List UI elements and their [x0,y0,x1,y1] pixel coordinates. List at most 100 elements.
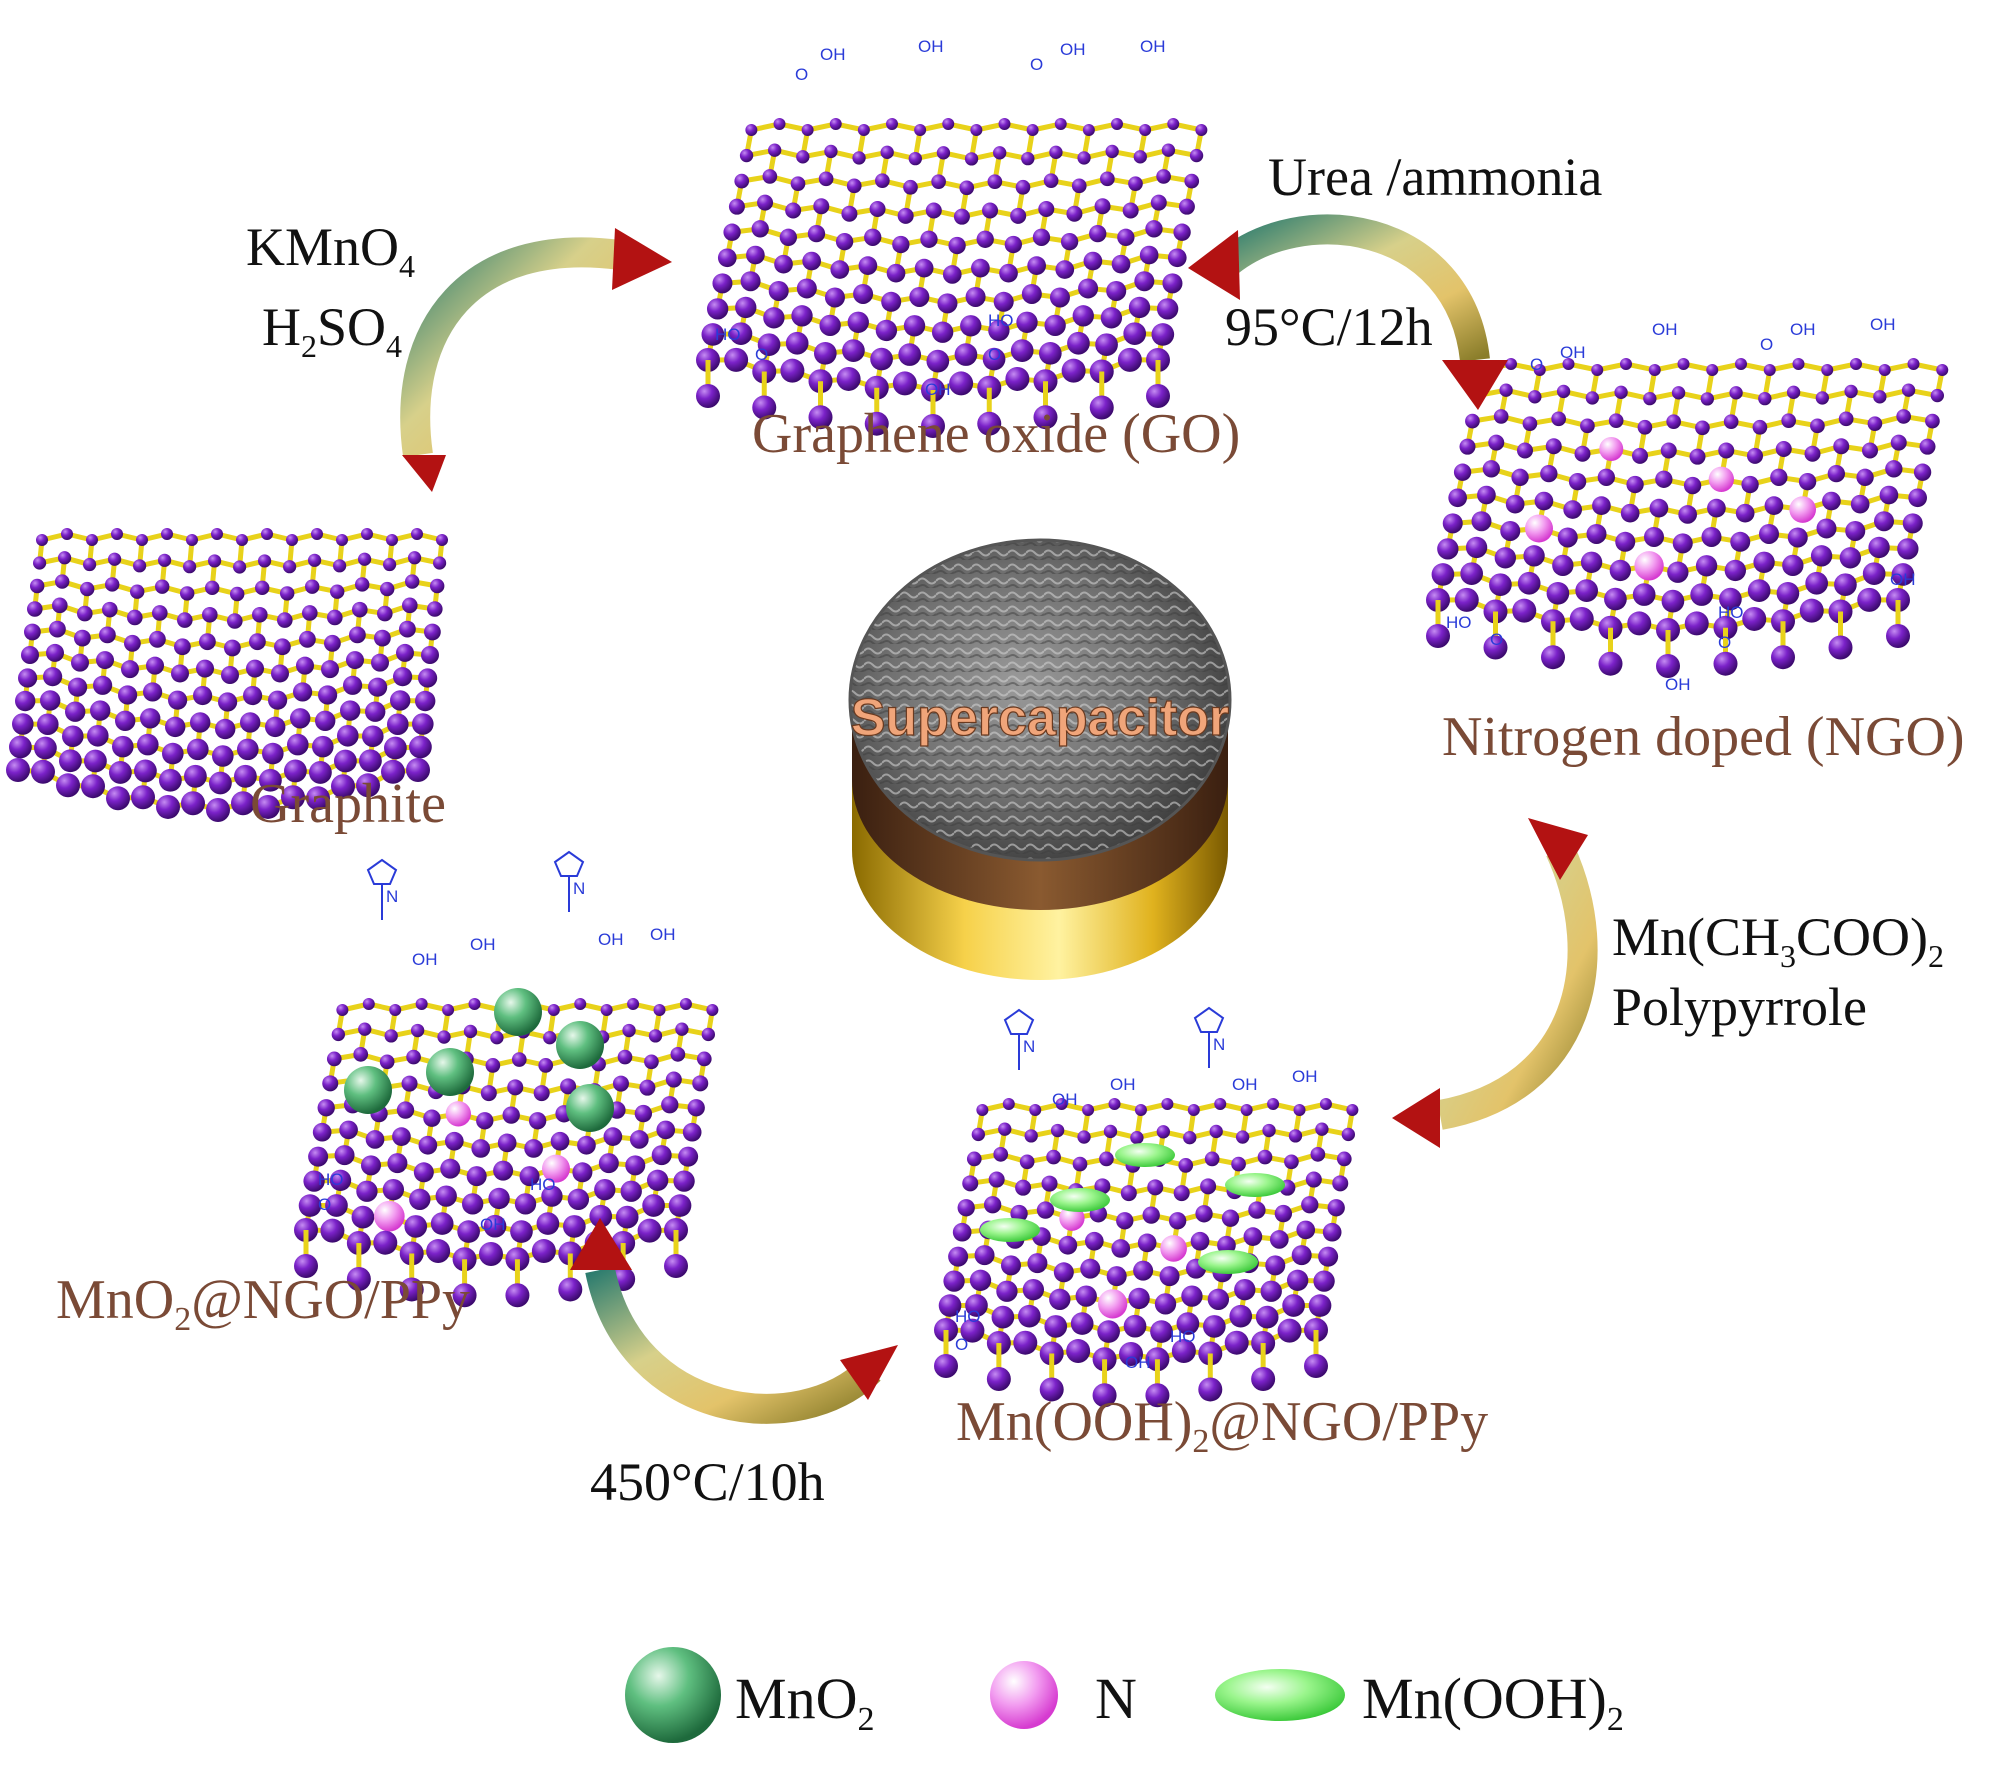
carbon-atom [393,667,413,687]
carbon-atom [1568,472,1587,491]
carbon-atom [442,1004,455,1016]
reagent-95c-12h: 95°C/12h [1225,297,1433,357]
carbon-atom [1291,1245,1312,1266]
carbon-atom [1643,391,1657,406]
carbon-atom [384,1029,398,1043]
carbon-atom [423,1109,441,1127]
carbon-atom [1198,1377,1223,1402]
carbon-atom [392,1127,411,1146]
functional-group-label: OH [1870,315,1896,334]
carbon-atom [1055,260,1075,279]
arrow-tail [1528,818,1588,880]
carbon-atom [1231,1156,1246,1172]
carbon-atom [964,152,979,166]
carbon-atom [1533,364,1546,376]
reagent-mn-acetate: Mn(CH3COO)2 [1612,907,1944,974]
carbon-atom [1512,598,1537,623]
carbon-atom [1701,526,1722,547]
carbon-atom [365,1130,385,1149]
nitrogen-atom [1160,1235,1187,1262]
carbon-atom [331,774,355,799]
carbon-atom [1620,358,1632,370]
carbon-atom [1908,488,1927,508]
functional-group-label: OH [650,925,676,944]
carbon-atom [382,1178,405,1201]
carbon-atom [268,690,288,710]
carbon-atom [1821,364,1834,376]
carbon-atom [490,1031,504,1045]
carbon-atom [33,556,47,570]
carbon-atom [1786,385,1801,399]
carbon-atom [305,579,320,594]
carbon-atom [692,1075,709,1092]
carbon-atom [696,384,720,408]
carbon-atom [892,235,910,254]
carbon-atom [1907,358,1920,370]
functional-group-label: OH [412,950,438,969]
carbon-atom [1159,1266,1180,1287]
carbon-atom [1719,587,1742,611]
carbon-atom [236,534,248,546]
functional-group-label: O [988,345,1001,364]
carbon-atom [998,1122,1012,1136]
carbon-atom [1591,364,1604,376]
carbon-atom [1100,307,1123,329]
carbon-atom [1442,513,1463,534]
carbon-atom [1134,271,1155,292]
carbon-atom [1919,438,1936,455]
carbon-atom [315,710,336,731]
functional-group-label: OH [480,1215,506,1234]
reagent-h2so4: H2SO4 [262,297,402,364]
mnooh-particle [1050,1188,1110,1212]
carbon-atom [1167,118,1180,130]
carbon-atom [221,666,239,684]
carbon-atom [337,724,359,747]
carbon-atom [1471,511,1492,532]
carbon-atom [437,1030,451,1044]
carbon-atom [644,1054,659,1070]
carbon-atom [329,1169,352,1191]
carbon-atom [1781,413,1796,428]
carbon-atom [1178,198,1195,215]
carbon-atom [1130,1131,1144,1145]
carbon-atom [146,656,164,675]
carbon-atom [52,597,68,614]
carbon-atom [1764,496,1784,515]
legend-label-mnooh: Mn(OOH)2 [1362,1666,1624,1738]
functional-group-label: O [1530,355,1543,374]
carbon-atom [824,287,845,308]
carbon-atom [1724,559,1747,582]
carbon-atom [629,1130,649,1149]
carbon-atom [937,293,958,314]
nitrogen-atom [445,1101,472,1127]
carbon-atom [294,1254,318,1278]
carbon-atom [379,1054,395,1070]
carbon-atom [886,263,906,283]
carbon-atom [1015,1179,1032,1196]
carbon-atom [488,1187,510,1210]
functional-group-label: OH [1890,570,1916,589]
label-nitrogen-doped: Nitrogen doped (NGO) [1442,706,1965,768]
label-graphite: Graphite [250,773,446,835]
carbon-atom [541,1185,563,1207]
carbon-atom [480,1085,497,1102]
carbon-atom [293,682,313,702]
carbon-atom [1562,358,1575,370]
carbon-atom [1044,1315,1068,1338]
carbon-atom [1315,1122,1329,1136]
carbon-atom [538,1058,554,1073]
carbon-atom [1465,413,1480,429]
carbon-atom [218,692,238,712]
pyrrole-ring-icon [1193,1006,1225,1033]
legend-item-n: N [990,1661,1137,1731]
label-mno2-ngo-ppy: MnO2@NGO/PPy [56,1269,470,1338]
carbon-atom [829,118,842,130]
functional-group-label: N [1213,1035,1225,1054]
carbon-atom [1810,418,1825,434]
carbon-atom [1167,248,1187,268]
carbon-atom [334,749,357,773]
carbon-atom [1896,409,1911,424]
carbon-atom [931,174,946,189]
carbon-atom [325,1194,348,1217]
